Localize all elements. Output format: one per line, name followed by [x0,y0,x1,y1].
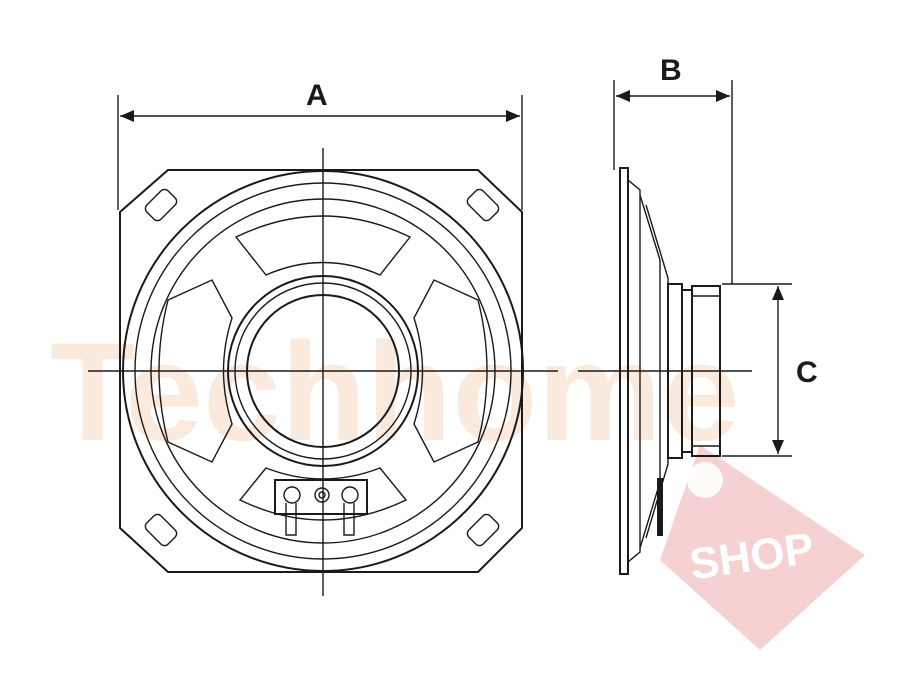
dimension-c-label: C [796,356,818,389]
dimension-a: A [117,79,523,210]
dimension-b-label: B [660,54,682,87]
watermark-brand: Techhome [50,313,740,470]
dimension-a-label: A [306,79,328,112]
side-view [578,167,752,575]
front-view [88,148,558,596]
watermark-shop-tag: SHOP [660,445,865,650]
dimension-b: B [613,54,733,284]
dimension-c: C [722,283,818,457]
